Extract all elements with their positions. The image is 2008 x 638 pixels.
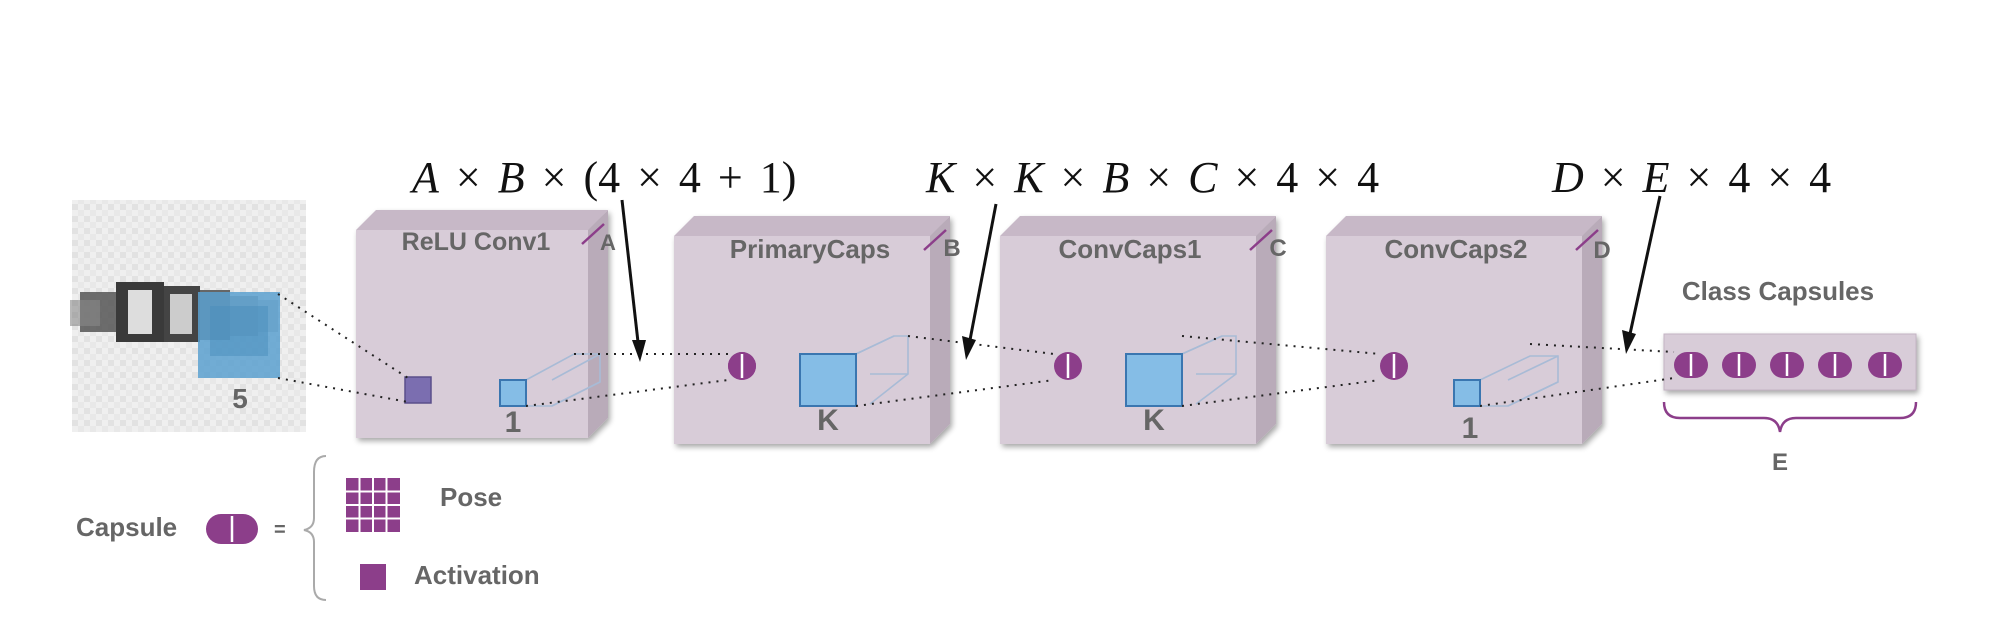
- class-capsules-title: Class Capsules: [1682, 276, 1874, 306]
- f1-t2: B: [498, 153, 525, 202]
- conv1-kernel-cube: [499, 379, 527, 407]
- f3-t3: ×: [1687, 153, 1712, 202]
- input-image: 5: [70, 200, 306, 432]
- f3-t4: 4: [1728, 153, 1750, 202]
- conv1-kernel-prism: [525, 353, 601, 407]
- legend-capsule-icon: [206, 514, 258, 544]
- layer-convcaps1-depth-mark: [1249, 229, 1273, 251]
- class-capsules-brace: [1662, 401, 1918, 433]
- conv1-activation-unit: [404, 376, 432, 404]
- f3-t0: D: [1551, 153, 1584, 202]
- svg-text:K × K ×: K × K × B × C × 4 × 4: [925, 153, 1379, 202]
- layer-convcaps2: [1326, 216, 1602, 444]
- layer-convcaps1-dim: C: [1269, 235, 1286, 262]
- formula-primarycaps-weights: K × K × B × C × 4 × 4: [925, 153, 1379, 202]
- legend-equals: =: [274, 519, 286, 541]
- f1-t6: 4: [679, 153, 701, 202]
- layer-convcaps1-title: ConvCaps1: [1058, 234, 1201, 264]
- layer-primarycaps-dim: B: [943, 235, 960, 262]
- layer-relu-conv1-dim: A: [600, 230, 616, 255]
- arrow-conv1: [620, 199, 640, 343]
- f2-t7: ×: [1234, 153, 1259, 202]
- svg-text:A × B ×: A × B × (4 × 4 + 1): [409, 153, 796, 202]
- legend-brace: [303, 455, 327, 601]
- f2-t9: ×: [1315, 153, 1340, 202]
- dotted-connections: [277, 293, 1675, 407]
- layer-primarycaps-depth-mark: [923, 229, 947, 251]
- f3-t6: 4: [1809, 153, 1831, 202]
- f1-t4: (4: [583, 153, 620, 202]
- layer-convcaps2-title: ConvCaps2: [1384, 234, 1527, 264]
- f1-t7: +: [718, 153, 743, 202]
- arrow-convcaps2-head: [1622, 330, 1636, 354]
- convcaps2-kernel-prism: [1479, 355, 1559, 407]
- layer-primarycaps-kernel: K: [817, 404, 839, 437]
- f3-t2: E: [1642, 153, 1670, 202]
- convcaps2-kernel-cube: [1453, 379, 1481, 407]
- legend-pose-label: Pose: [440, 482, 502, 512]
- pose-matrix-icon: [346, 478, 400, 532]
- convcaps1-kernel-cube: [1125, 353, 1183, 407]
- f3-t1: ×: [1601, 153, 1626, 202]
- formula-arrows: [620, 195, 1662, 362]
- arrow-convcaps2: [1628, 195, 1662, 335]
- f1-t0: A: [409, 153, 440, 202]
- f2-t2: K: [1013, 153, 1046, 202]
- layer-relu-conv1-kernel: 1: [505, 406, 522, 439]
- f3-t5: ×: [1767, 153, 1792, 202]
- arrow-conv1-head: [632, 340, 646, 362]
- arrow-primarycaps-head: [962, 336, 976, 360]
- activation-square-icon: [360, 564, 386, 590]
- formula-class-weights: D × E × 4 × 4: [1551, 153, 1831, 202]
- layer-primarycaps-title: PrimaryCaps: [730, 234, 890, 264]
- legend: Capsule = Pose Activation: [76, 455, 540, 601]
- layer-convcaps2-kernel: 1: [1462, 412, 1479, 445]
- f2-t0: K: [925, 153, 958, 202]
- convcaps1-capsule-icon: [1054, 352, 1082, 380]
- f2-t5: ×: [1146, 153, 1171, 202]
- f1-t5: ×: [637, 153, 662, 202]
- class-capsules-dim: E: [1772, 449, 1788, 476]
- layer-convcaps2-depth-mark: [1575, 229, 1599, 251]
- layer-convcaps2-dim: D: [1593, 237, 1610, 264]
- f2-t6: C: [1188, 153, 1218, 202]
- f1-t3: ×: [542, 153, 567, 202]
- formula-conv1-output: A × B × (4 × 4 + 1): [409, 153, 796, 202]
- f1-t8: 1): [760, 153, 797, 202]
- layer-relu-conv1-title: ReLU Conv1: [402, 228, 551, 256]
- f2-t8: 4: [1276, 153, 1298, 202]
- layer-relu-conv1-depth-mark: [581, 223, 605, 245]
- f2-t4: B: [1102, 153, 1129, 202]
- layer-convcaps1-kernel: K: [1143, 404, 1165, 437]
- layer-relu-conv1: [356, 210, 608, 438]
- f2-t10: 4: [1357, 153, 1379, 202]
- primarycaps-kernel-cube: [799, 353, 857, 407]
- primarycaps-capsule-icon: [728, 352, 756, 380]
- f2-t3: ×: [1061, 153, 1086, 202]
- arrow-primarycaps: [968, 203, 998, 341]
- legend-activation-label: Activation: [414, 560, 540, 590]
- input-kernel-label: 5: [232, 383, 248, 414]
- f2-t1: ×: [972, 153, 997, 202]
- convcaps2-capsule-icon: [1380, 352, 1408, 380]
- class-capsule-icons: [1674, 352, 1902, 378]
- svg-text:D × E ×: D × E × 4 × 4: [1551, 153, 1831, 202]
- legend-capsule-label: Capsule: [76, 512, 177, 542]
- f1-t1: ×: [456, 153, 481, 202]
